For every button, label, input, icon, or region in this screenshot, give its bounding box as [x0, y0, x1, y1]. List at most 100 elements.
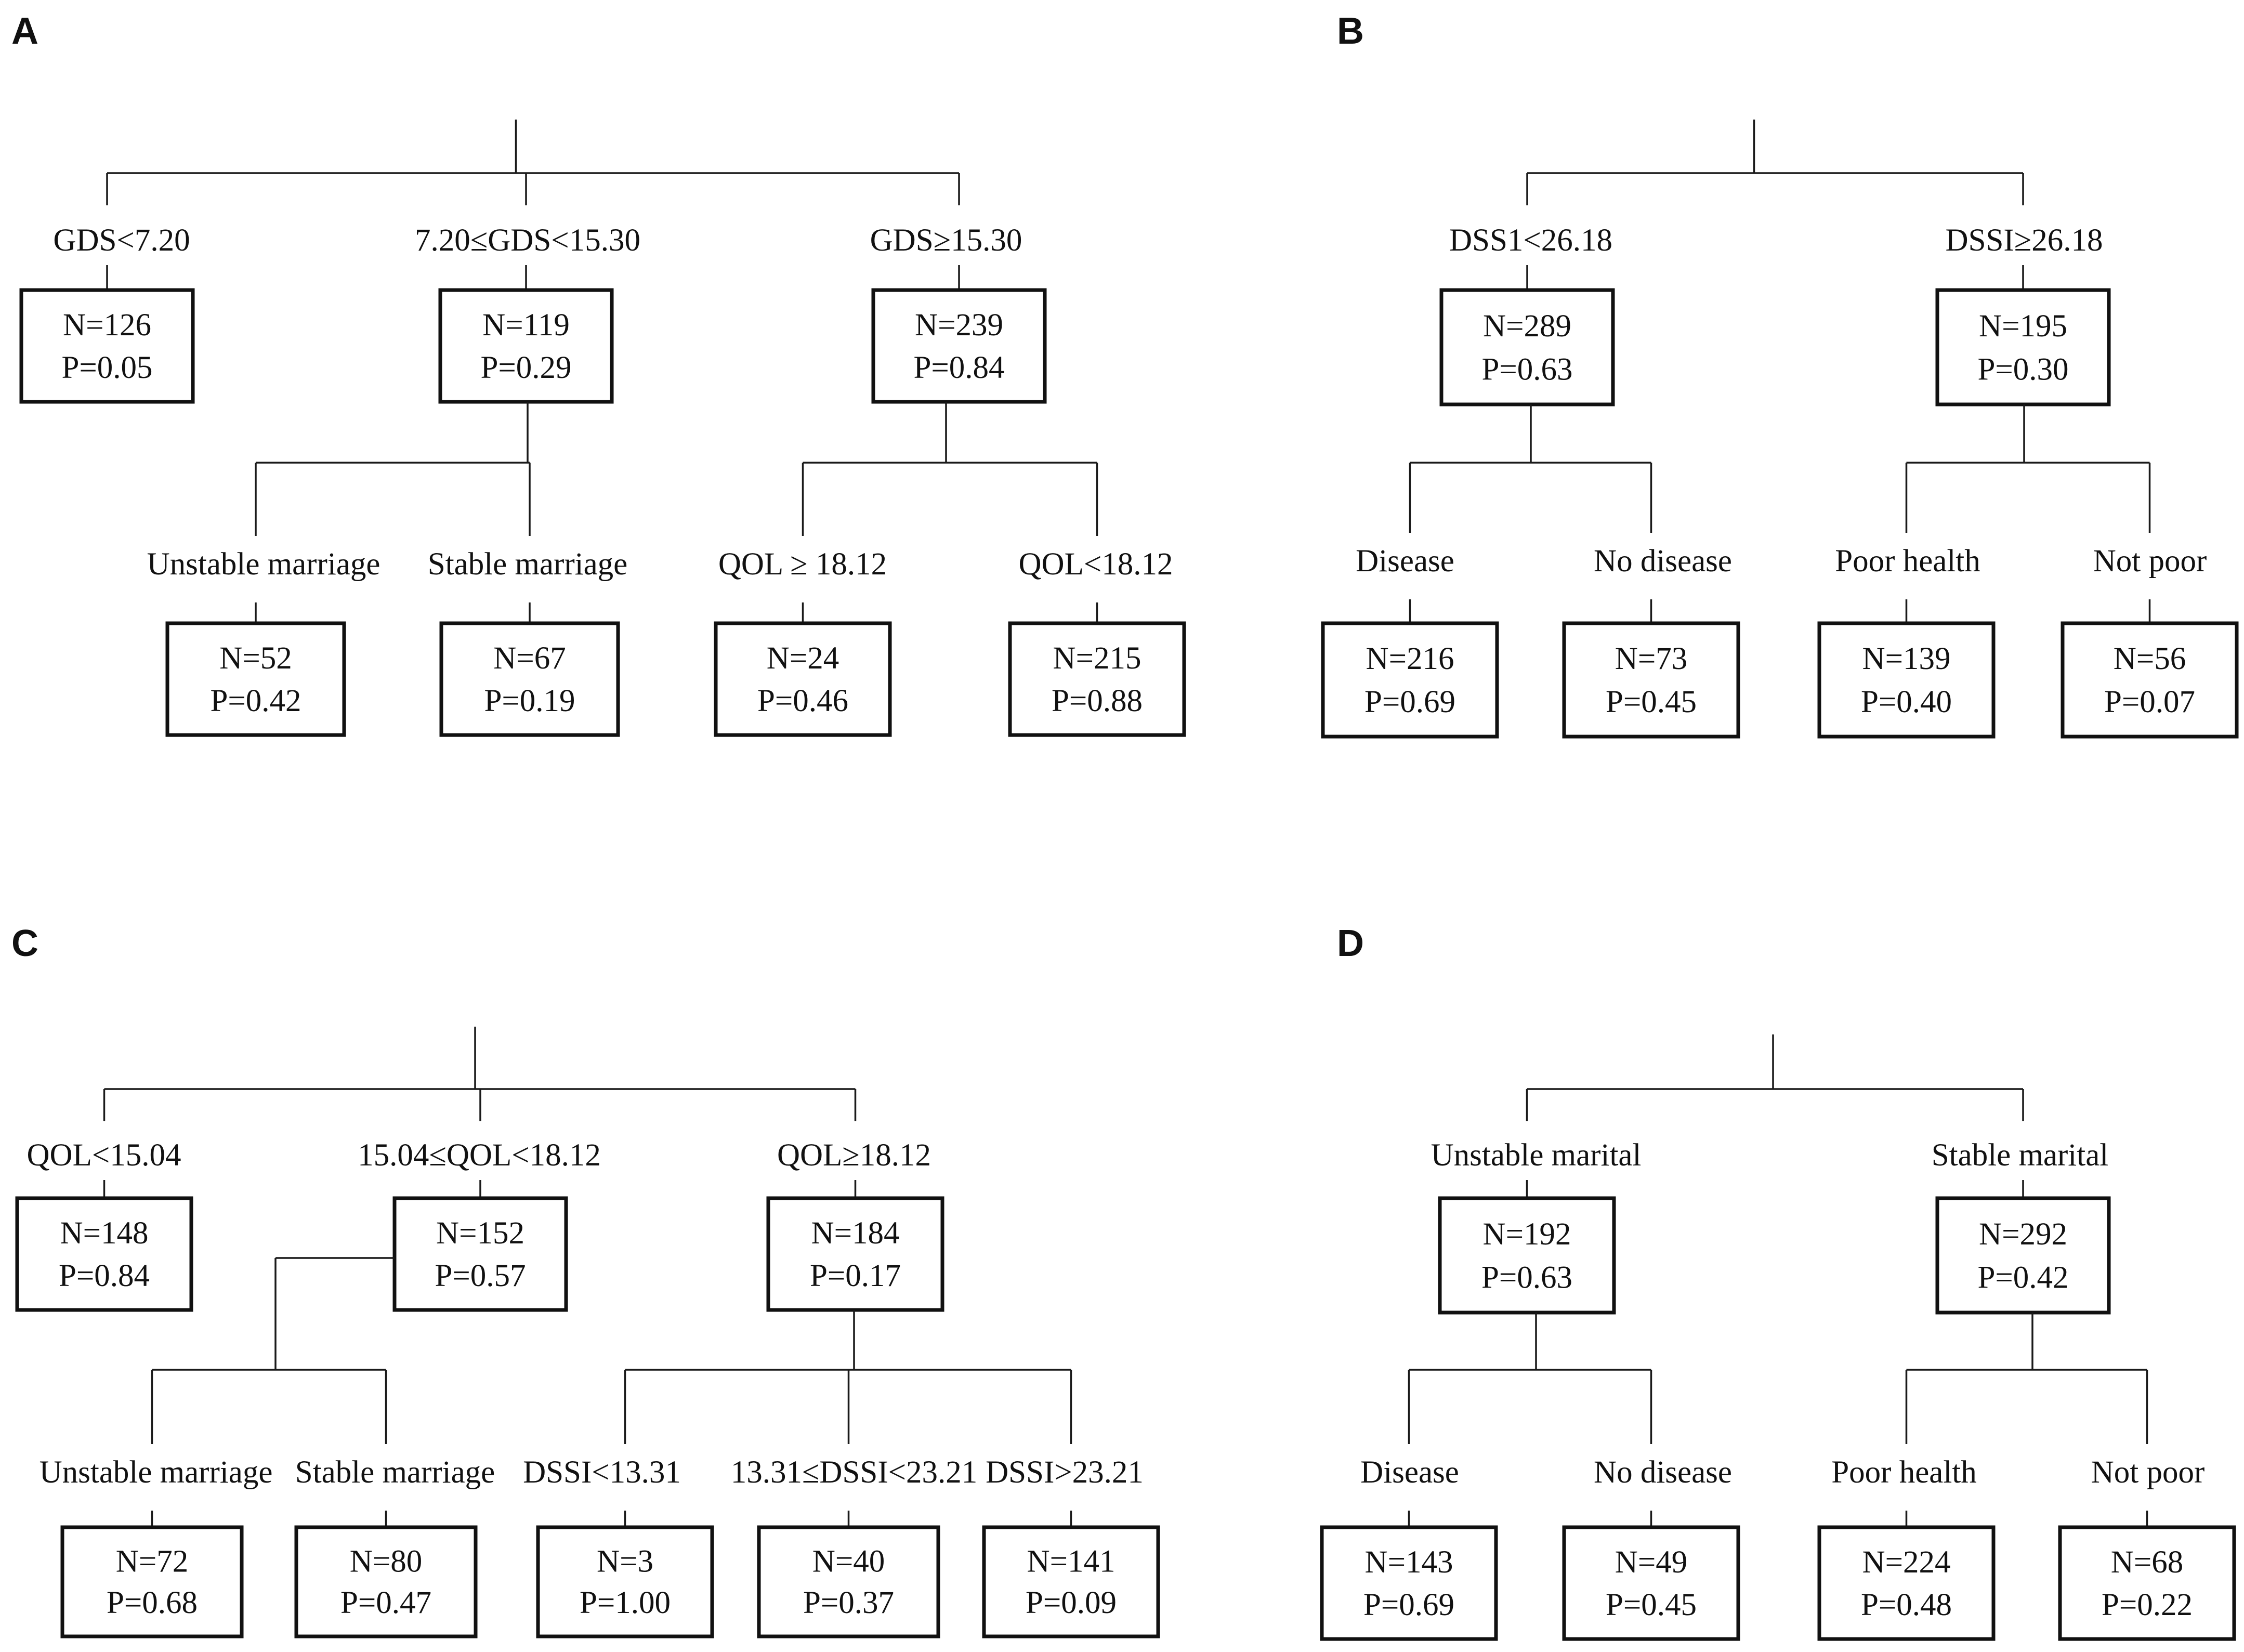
split-condition: Stable marriage	[295, 1455, 495, 1490]
node-n-value: N=3	[597, 1544, 653, 1579]
split-condition: Poor health	[1831, 1455, 1977, 1490]
split-condition: DSSI>23.21	[986, 1455, 1144, 1490]
node-p-value: P=0.63	[1481, 352, 1572, 387]
node-p-value: P=0.07	[2104, 685, 2195, 719]
node-n-value: N=56	[2114, 641, 2186, 676]
node-box	[871, 288, 1047, 404]
node-box	[1321, 621, 1499, 739]
node-box	[392, 1196, 568, 1312]
node-p-value: P=0.46	[757, 684, 848, 718]
node-p-value: P=0.88	[1052, 684, 1143, 718]
node-box	[1438, 1196, 1616, 1315]
leaf-node: N=52P=0.42	[165, 621, 346, 737]
panel-label: A	[11, 10, 38, 52]
split-condition: Disease	[1360, 1455, 1459, 1490]
leaf-node: N=3P=1.00	[536, 1525, 714, 1638]
node-p-value: P=0.69	[1364, 685, 1455, 719]
node-box	[438, 288, 614, 404]
node-n-value: N=143	[1365, 1545, 1453, 1580]
node-box	[439, 621, 620, 737]
node-p-value: P=0.42	[210, 684, 301, 718]
split-condition: DSS1<26.18	[1449, 223, 1612, 258]
node-n-value: N=292	[1979, 1217, 2067, 1252]
split-condition: 7.20≤GDS<15.30	[415, 223, 640, 258]
node-box	[19, 288, 195, 404]
node-p-value: P=0.22	[2102, 1588, 2193, 1622]
node-box	[60, 1525, 244, 1638]
node-box	[15, 1196, 193, 1312]
leaf-node: N=49P=0.45	[1562, 1525, 1740, 1641]
panel-label: D	[1337, 923, 1364, 964]
split-condition: Not poor	[2091, 1455, 2205, 1490]
split-condition: 13.31≤DSSI<23.21	[731, 1455, 978, 1490]
panel-a: AGDS<7.20N=126P=0.057.20≤GDS<15.30N=119P…	[11, 10, 1186, 737]
leaf-node: N=56P=0.07	[2061, 621, 2239, 739]
split-condition: QOL<15.04	[27, 1138, 181, 1173]
node-n-value: N=224	[1862, 1545, 1951, 1580]
split-condition: Stable marriage	[428, 547, 627, 582]
node-p-value: P=0.48	[1861, 1588, 1952, 1622]
node-p-value: P=0.09	[1026, 1585, 1117, 1620]
node-n-value: N=139	[1862, 641, 1951, 676]
panel-d: D Unstable maritalN=192P=0.63DiseaseN=143…	[1320, 923, 2236, 1641]
node-p-value: P=0.84	[913, 350, 1004, 385]
node-box	[1817, 621, 1996, 739]
split-condition: QOL<18.12	[1018, 547, 1173, 582]
node-n-value: N=72	[116, 1544, 188, 1579]
node-box	[1935, 288, 2111, 407]
split-condition: Disease	[1356, 544, 1454, 579]
node-p-value: P=0.84	[59, 1258, 150, 1293]
leaf-node: N=72P=0.68	[60, 1525, 244, 1638]
node-n-value: N=289	[1483, 309, 1571, 344]
node-box	[536, 1525, 714, 1638]
split-condition: Stable marital	[1932, 1138, 2108, 1173]
node-n-value: N=67	[493, 641, 566, 676]
node-n-value: N=195	[1979, 309, 2067, 344]
split-condition: QOL≥18.12	[777, 1138, 931, 1173]
node-n-value: N=40	[812, 1544, 885, 1579]
node-box	[165, 621, 346, 737]
node-n-value: N=24	[767, 641, 839, 676]
node-n-value: N=152	[436, 1216, 524, 1251]
node-p-value: P=0.69	[1363, 1588, 1454, 1622]
leaf-node: N=67P=0.19	[439, 621, 620, 737]
node-p-value: P=0.57	[435, 1258, 526, 1293]
leaf-node: N=24P=0.46	[714, 621, 892, 737]
split-condition: Unstable marital	[1431, 1138, 1642, 1173]
node-n-value: N=119	[482, 308, 570, 343]
node-n-value: N=126	[63, 308, 151, 343]
node-n-value: N=141	[1027, 1544, 1116, 1579]
split-condition: Unstable marriage	[147, 547, 380, 582]
node-n-value: N=239	[915, 308, 1003, 343]
node-n-value: N=216	[1366, 641, 1454, 676]
node-n-value: N=73	[1615, 641, 1687, 676]
node-p-value: P=0.17	[810, 1258, 901, 1293]
node-p-value: P=0.42	[1977, 1260, 2068, 1295]
node-n-value: N=192	[1483, 1217, 1571, 1252]
node-n-value: N=80	[350, 1544, 422, 1579]
split-condition: QOL ≥ 18.12	[718, 547, 887, 582]
node-n-value: N=49	[1615, 1545, 1687, 1580]
split-condition: Not poor	[2093, 544, 2207, 579]
node-p-value: P=0.47	[340, 1585, 431, 1620]
node-box	[714, 621, 892, 737]
split-condition: 15.04≤QOL<18.12	[358, 1138, 601, 1173]
node-box	[1562, 621, 1740, 739]
node-p-value: P=1.00	[580, 1585, 671, 1620]
split-condition: GDS≥15.30	[870, 223, 1022, 258]
split-condition: Poor health	[1835, 544, 1980, 579]
node-p-value: P=0.68	[107, 1585, 198, 1620]
node-p-value: P=0.45	[1606, 685, 1697, 719]
node-p-value: P=0.19	[484, 684, 575, 718]
